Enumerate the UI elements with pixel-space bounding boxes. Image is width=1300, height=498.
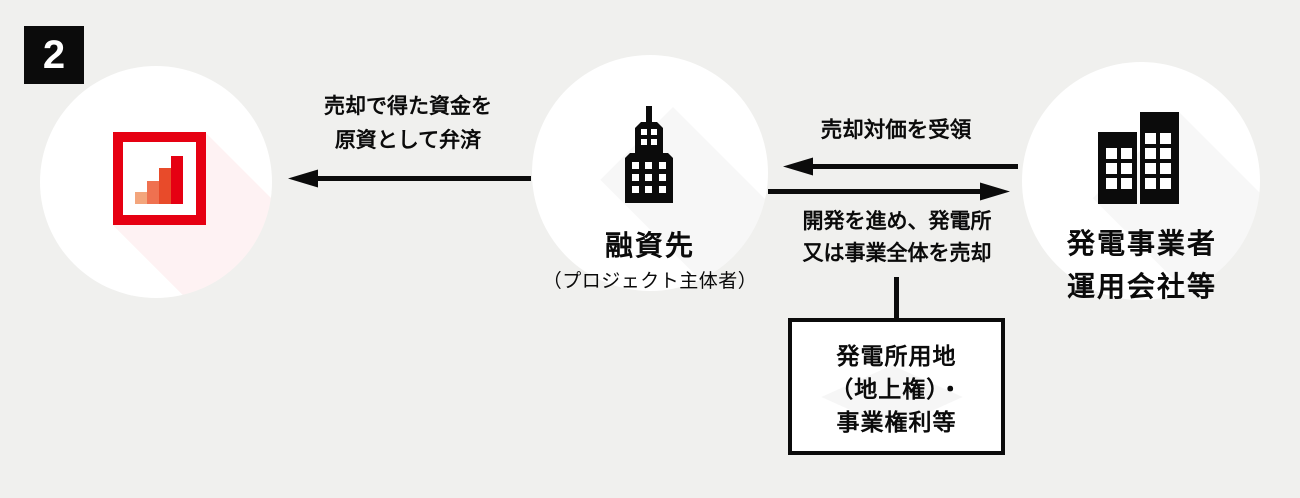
repayment-flow-label: 売却で得た資金を 原資として弁済 — [324, 95, 492, 152]
connector-line — [894, 277, 899, 318]
left-arrow-icon — [288, 169, 531, 188]
borrower-subname: （プロジェクト主体者） — [542, 271, 758, 292]
receive-payment-flow-label: 売却対価を受領 — [820, 118, 972, 142]
right-arrow-icon — [768, 182, 1010, 201]
operator-name: 発電事業者 運用会社等 — [1022, 222, 1262, 308]
operator-name-line1: 発電事業者 — [1066, 228, 1217, 259]
asset-box-text: 発電所用地 （地上権）・ 事業権利等 — [830, 343, 963, 435]
develop-sell-flow-label: 開発を進め、発電所 又は事業全体を売却 — [802, 210, 992, 265]
left-arrow-icon — [783, 157, 1018, 176]
logo-bars — [135, 156, 183, 204]
bar-chart-logo-icon — [113, 132, 206, 225]
borrower-name: 融資先 — [604, 230, 695, 261]
office-building-icon — [625, 106, 673, 203]
asset-box: 発電所用地 （地上権）・ 事業権利等 — [788, 318, 1005, 455]
twin-buildings-icon — [1098, 112, 1179, 204]
step-badge: 2 — [24, 26, 84, 84]
operator-name-line2: 運用会社等 — [1066, 271, 1217, 302]
